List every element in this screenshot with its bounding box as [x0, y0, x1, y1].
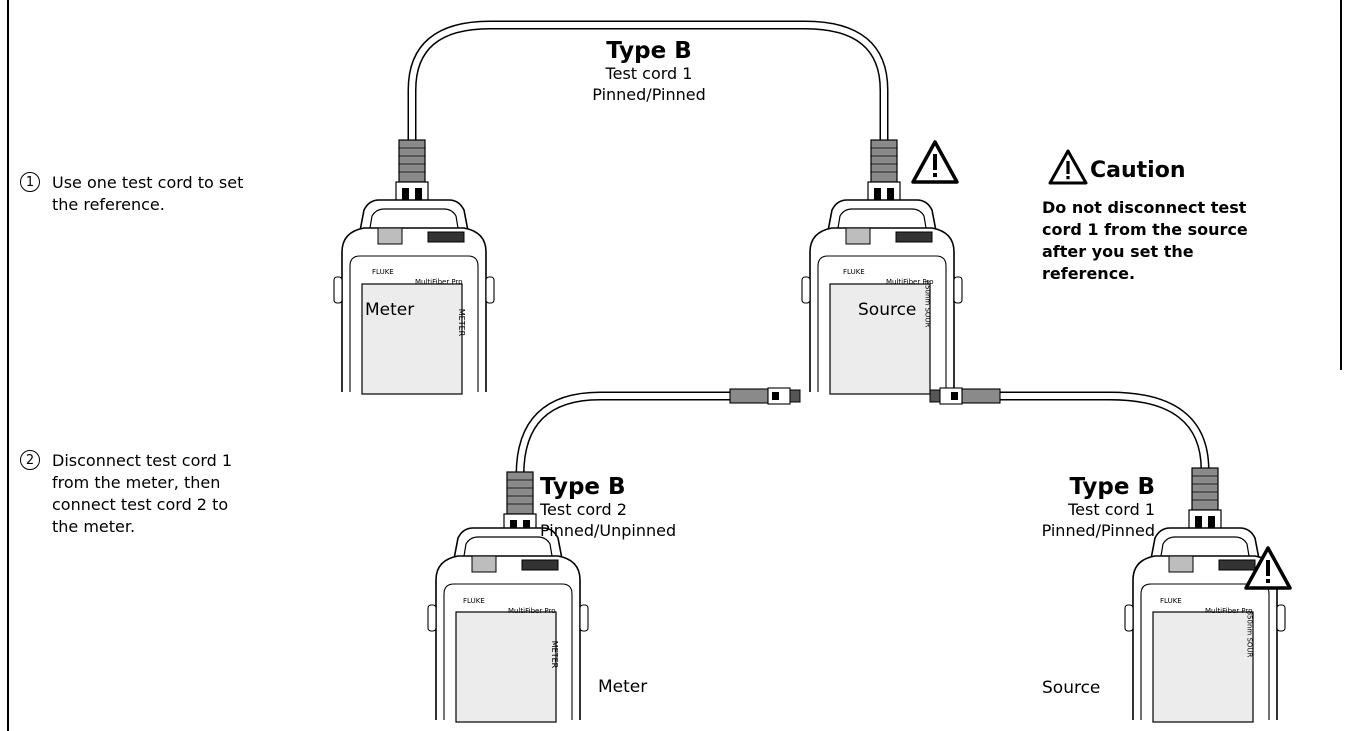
bottom-right-cord-name: Test cord 1 — [1068, 500, 1155, 519]
source-label: Source — [858, 300, 917, 320]
step-1-line-1: Use one test cord to set — [52, 173, 244, 192]
step-2-line-3: connect test cord 2 to — [52, 495, 229, 514]
step-2-number: 2 — [20, 450, 40, 470]
device-brand: FLUKE — [1160, 597, 1182, 605]
device-model: MultiFiber Pro — [1205, 607, 1253, 615]
device-brand: FLUKE — [843, 268, 865, 276]
device-model: MultiFiber Pro — [415, 278, 463, 286]
meter-label: Meter — [598, 677, 648, 697]
caution-line-1: Do not disconnect test — [1042, 198, 1247, 217]
caution-line-3: after you set the — [1042, 242, 1194, 261]
step-1-line-2: the reference. — [52, 195, 165, 214]
device-brand: FLUKE — [463, 597, 485, 605]
caution-line-2: cord 1 from the source — [1042, 220, 1248, 239]
bottom-right-cord-pins: Pinned/Pinned — [1041, 521, 1155, 540]
warning-triangle-icon — [911, 140, 959, 184]
bottom-right-cord-type: Type B — [1069, 474, 1155, 500]
top-cord-pins: Pinned/Pinned — [592, 85, 706, 104]
device-model: MultiFiber Pro — [886, 278, 934, 286]
meter-side-label: METER — [457, 308, 467, 337]
step-2-line-4: the meter. — [52, 517, 136, 536]
bottom-left-cord-name: Test cord 2 — [540, 500, 627, 519]
caution-title: Caution — [1090, 158, 1186, 183]
warning-triangle-icon — [1048, 149, 1088, 185]
meter-label: Meter — [365, 300, 415, 320]
device-brand: FLUKE — [372, 268, 394, 276]
caution-line-4: reference. — [1042, 264, 1136, 283]
source-side-label: 850nm SOUR — [1245, 610, 1254, 658]
frame-right-line — [1340, 0, 1342, 370]
step-2-line-1: Disconnect test cord 1 — [52, 451, 233, 470]
top-cord-type: Type B — [606, 38, 692, 64]
top-cord-name: Test cord 1 — [605, 64, 693, 83]
source-label: Source — [1042, 678, 1101, 698]
meter-side-label: METER — [550, 640, 560, 669]
bottom-left-cord-type: Type B — [540, 474, 626, 500]
device-model: MultiFiber Pro — [508, 607, 556, 615]
bottom-left-cord-pins: Pinned/Unpinned — [540, 521, 677, 540]
step-1-number: 1 — [20, 172, 40, 192]
warning-triangle-icon — [1244, 546, 1292, 590]
frame-left-line — [7, 0, 9, 731]
source-side-label: 850nm SOUR — [923, 280, 932, 328]
step-2-line-2: from the meter, then — [52, 473, 221, 492]
